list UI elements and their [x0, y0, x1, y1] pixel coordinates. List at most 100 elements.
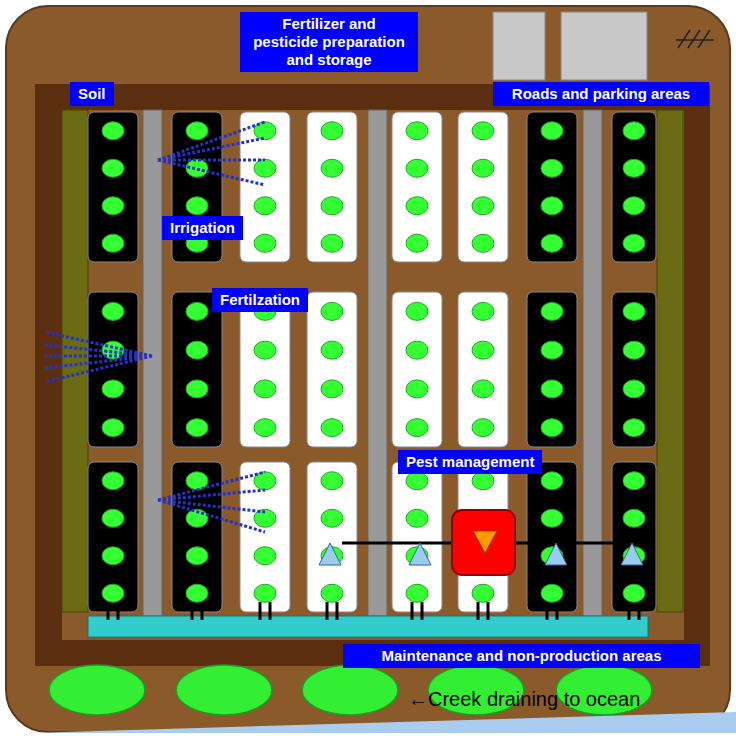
plant [102, 380, 124, 398]
plant [186, 584, 208, 602]
plant [406, 509, 428, 527]
buildings [493, 12, 647, 80]
plant [321, 341, 343, 359]
plant [186, 547, 208, 565]
plant [186, 302, 208, 320]
plant [102, 234, 124, 252]
crop-bed [88, 292, 138, 447]
plant [406, 122, 428, 140]
plant [321, 197, 343, 215]
spray-nozzles [319, 543, 643, 565]
plant [186, 122, 208, 140]
plant [472, 380, 494, 398]
plant [472, 584, 494, 602]
plant [254, 234, 276, 252]
crop-bed [458, 292, 508, 447]
area-label: Soil [78, 85, 106, 103]
drain-pipe [556, 602, 559, 620]
plant [406, 197, 428, 215]
drain-pipe [487, 602, 490, 620]
drain-pipes [108, 602, 639, 620]
plant [472, 419, 494, 437]
plant [254, 584, 276, 602]
plant [623, 472, 645, 490]
drain-pipe [546, 602, 549, 620]
plant [541, 122, 563, 140]
plant [102, 197, 124, 215]
plant [623, 584, 645, 602]
plant [254, 547, 276, 565]
crop-bed [612, 112, 656, 262]
lanes [143, 110, 602, 616]
plant [541, 472, 563, 490]
pest-management-system [319, 510, 643, 575]
grass-strip [657, 110, 683, 612]
plant [102, 159, 124, 177]
plant [472, 234, 494, 252]
crop-bed [458, 112, 508, 262]
plant [321, 509, 343, 527]
area-label: Roads and parking areas [501, 85, 701, 103]
area-label: Irrigation [170, 219, 235, 237]
area-label-box: Fertilzation [212, 288, 308, 312]
pump-symbol [473, 531, 497, 553]
plant [321, 302, 343, 320]
plant [321, 159, 343, 177]
plant [406, 234, 428, 252]
lane [368, 110, 387, 616]
plant [541, 584, 563, 602]
plant [472, 472, 494, 490]
lane [583, 110, 602, 616]
grass-strip [62, 110, 88, 612]
plant [321, 122, 343, 140]
pump-unit [452, 510, 515, 575]
plant [254, 380, 276, 398]
plant [406, 302, 428, 320]
plant [623, 509, 645, 527]
crop-bed [527, 112, 577, 262]
area-label-box: Irrigation [162, 216, 243, 240]
plant [254, 419, 276, 437]
plant [541, 159, 563, 177]
drain-pipe [336, 602, 339, 620]
lane [143, 110, 162, 616]
plant [541, 419, 563, 437]
drain-pipe [638, 602, 641, 620]
plant [102, 122, 124, 140]
crop-bed [527, 292, 577, 447]
plant [254, 197, 276, 215]
drain-pipe [117, 602, 120, 620]
plant [102, 509, 124, 527]
plant [472, 341, 494, 359]
drain-pipe [201, 602, 204, 620]
plant [623, 234, 645, 252]
crop-bed [392, 292, 442, 447]
area-label-box: Maintenance and non-production areas [343, 644, 700, 668]
plant [541, 509, 563, 527]
plant [186, 197, 208, 215]
plant [321, 472, 343, 490]
area-label-box: Roads and parking areas [493, 82, 709, 106]
plant [186, 380, 208, 398]
plant [102, 419, 124, 437]
plant [406, 472, 428, 490]
crop-bed [612, 462, 656, 612]
building [561, 12, 647, 80]
creek [30, 712, 736, 733]
crop-bed [172, 292, 222, 447]
road-top [35, 84, 710, 110]
area-label: Fertilizer and pesticide preparation and… [248, 15, 410, 69]
plant [623, 341, 645, 359]
area-label-box: Soil [70, 82, 114, 106]
plant [472, 302, 494, 320]
plant [406, 159, 428, 177]
plant [102, 472, 124, 490]
plant [321, 584, 343, 602]
plant [406, 419, 428, 437]
crop-beds [88, 112, 656, 612]
plant [102, 547, 124, 565]
plant [254, 341, 276, 359]
farm-ground [6, 6, 730, 732]
area-label: Maintenance and non-production areas [351, 647, 692, 665]
